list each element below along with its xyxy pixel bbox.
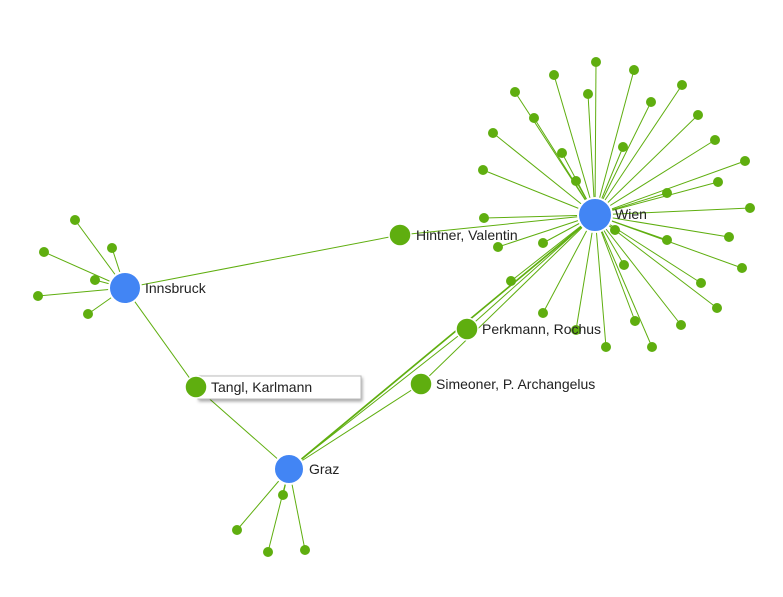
leaf-node-wien[interactable] xyxy=(740,156,750,166)
leaf-node-innsbruck[interactable] xyxy=(83,309,93,319)
leaf-node-innsbruck[interactable] xyxy=(70,215,80,225)
leaf-node-wien[interactable] xyxy=(647,342,657,352)
edge-wien-leaf xyxy=(594,139,716,216)
leaf-node-wien[interactable] xyxy=(488,128,498,138)
leaf-node-wien[interactable] xyxy=(583,89,593,99)
leaf-node-innsbruck[interactable] xyxy=(107,243,117,253)
tooltip-label-tangl: Tangl, Karlmann xyxy=(211,379,312,395)
person-label-perkmann: Perkmann, Rochus xyxy=(482,321,601,337)
leaf-node-wien[interactable] xyxy=(619,260,629,270)
edge-wien-leaf xyxy=(594,214,607,348)
leaf-node-graz[interactable] xyxy=(232,525,242,535)
leaf-node-innsbruck[interactable] xyxy=(90,275,100,285)
edge-wien-leaf xyxy=(594,214,702,284)
edge-graz-wien xyxy=(288,214,596,470)
edge-wien-leaf xyxy=(594,214,636,322)
edge-innsbruck-tangl xyxy=(124,287,197,388)
leaf-node-wien[interactable] xyxy=(591,57,601,67)
leaf-node-wien[interactable] xyxy=(478,165,488,175)
leaf-node-wien[interactable] xyxy=(506,276,516,286)
edge-simeoner-wien xyxy=(420,214,596,385)
leaf-node-innsbruck[interactable] xyxy=(33,291,43,301)
edge-innsbruck-hintner xyxy=(124,234,401,289)
leaf-node-wien[interactable] xyxy=(549,70,559,80)
leaf-node-wien[interactable] xyxy=(510,87,520,97)
edge-wien-leaf xyxy=(594,207,751,216)
edge-tangl-graz xyxy=(195,386,290,470)
leaf-node-wien[interactable] xyxy=(538,238,548,248)
leaf-node-wien[interactable] xyxy=(557,148,567,158)
leaf-node-wien[interactable] xyxy=(601,342,611,352)
person-node-perkmann[interactable] xyxy=(455,317,479,341)
edge-graz-wien-2 xyxy=(294,219,591,466)
leaf-node-innsbruck[interactable] xyxy=(39,247,49,257)
edge-wien-leaf xyxy=(482,169,596,216)
leaf-node-wien[interactable] xyxy=(571,325,581,335)
place-node-wien[interactable] xyxy=(577,197,613,233)
edge-wien-leaf xyxy=(542,214,596,314)
leaf-node-wien[interactable] xyxy=(529,113,539,123)
edge-wien-leaf xyxy=(594,181,719,216)
leaf-node-wien[interactable] xyxy=(618,142,628,152)
leaf-node-wien[interactable] xyxy=(724,232,734,242)
edge-wien-leaf xyxy=(594,114,699,216)
leaf-node-wien[interactable] xyxy=(713,177,723,187)
person-node-hintner[interactable] xyxy=(388,223,412,247)
leaf-node-wien[interactable] xyxy=(676,320,686,330)
leaf-node-wien[interactable] xyxy=(538,308,548,318)
edge-hintner-wien xyxy=(399,214,596,236)
edge-wien-leaf xyxy=(587,93,596,216)
person-label-hintner: Hintner, Valentin xyxy=(416,227,518,243)
edge-wien-leaf xyxy=(575,214,596,331)
edge-wien-leaf xyxy=(594,214,682,326)
leaf-node-wien[interactable] xyxy=(677,80,687,90)
edge-wien-leaf xyxy=(553,74,596,216)
leaf-node-graz[interactable] xyxy=(300,545,310,555)
leaf-node-wien[interactable] xyxy=(693,110,703,120)
leaf-node-wien[interactable] xyxy=(712,303,722,313)
leaf-node-wien[interactable] xyxy=(610,225,620,235)
leaf-node-wien[interactable] xyxy=(629,65,639,75)
place-label-wien: Wien xyxy=(615,206,647,222)
edge-graz-simeoner xyxy=(288,383,422,470)
place-node-graz[interactable] xyxy=(273,453,305,485)
leaf-edges-layer xyxy=(37,61,751,553)
place-node-innsbruck[interactable] xyxy=(108,271,142,305)
leaf-node-wien[interactable] xyxy=(696,278,706,288)
leaf-node-wien[interactable] xyxy=(737,263,747,273)
edge-wien-leaf xyxy=(483,214,596,219)
leaf-node-graz[interactable] xyxy=(263,547,273,557)
edge-wien-leaf xyxy=(594,101,652,216)
leaf-node-wien[interactable] xyxy=(662,235,672,245)
person-node-simeoner[interactable] xyxy=(409,372,433,396)
edge-wien-leaf xyxy=(594,61,597,216)
person-node-tangl[interactable] xyxy=(184,375,208,399)
edge-wien-leaf xyxy=(594,84,683,216)
edge-wien-leaf xyxy=(533,117,596,216)
leaf-node-wien[interactable] xyxy=(571,176,581,186)
place-label-graz: Graz xyxy=(309,461,339,477)
leaf-node-wien[interactable] xyxy=(745,203,755,213)
leaf-node-graz[interactable] xyxy=(278,490,288,500)
edge-wien-leaf xyxy=(594,69,635,216)
edge-wien-leaf xyxy=(492,132,596,216)
leaf-node-wien[interactable] xyxy=(630,316,640,326)
place-label-innsbruck: Innsbruck xyxy=(145,280,207,296)
leaf-node-wien[interactable] xyxy=(493,242,503,252)
edge-wien-leaf xyxy=(594,214,653,348)
edges-layer xyxy=(124,214,596,470)
leaf-nodes-layer xyxy=(33,57,755,557)
leaf-node-wien[interactable] xyxy=(479,213,489,223)
leaf-node-wien[interactable] xyxy=(710,135,720,145)
leaf-node-wien[interactable] xyxy=(646,97,656,107)
edge-wien-leaf xyxy=(594,160,746,216)
person-label-simeoner: Simeoner, P. Archangelus xyxy=(436,376,595,392)
edge-wien-leaf xyxy=(594,214,730,238)
leaf-node-wien[interactable] xyxy=(662,188,672,198)
